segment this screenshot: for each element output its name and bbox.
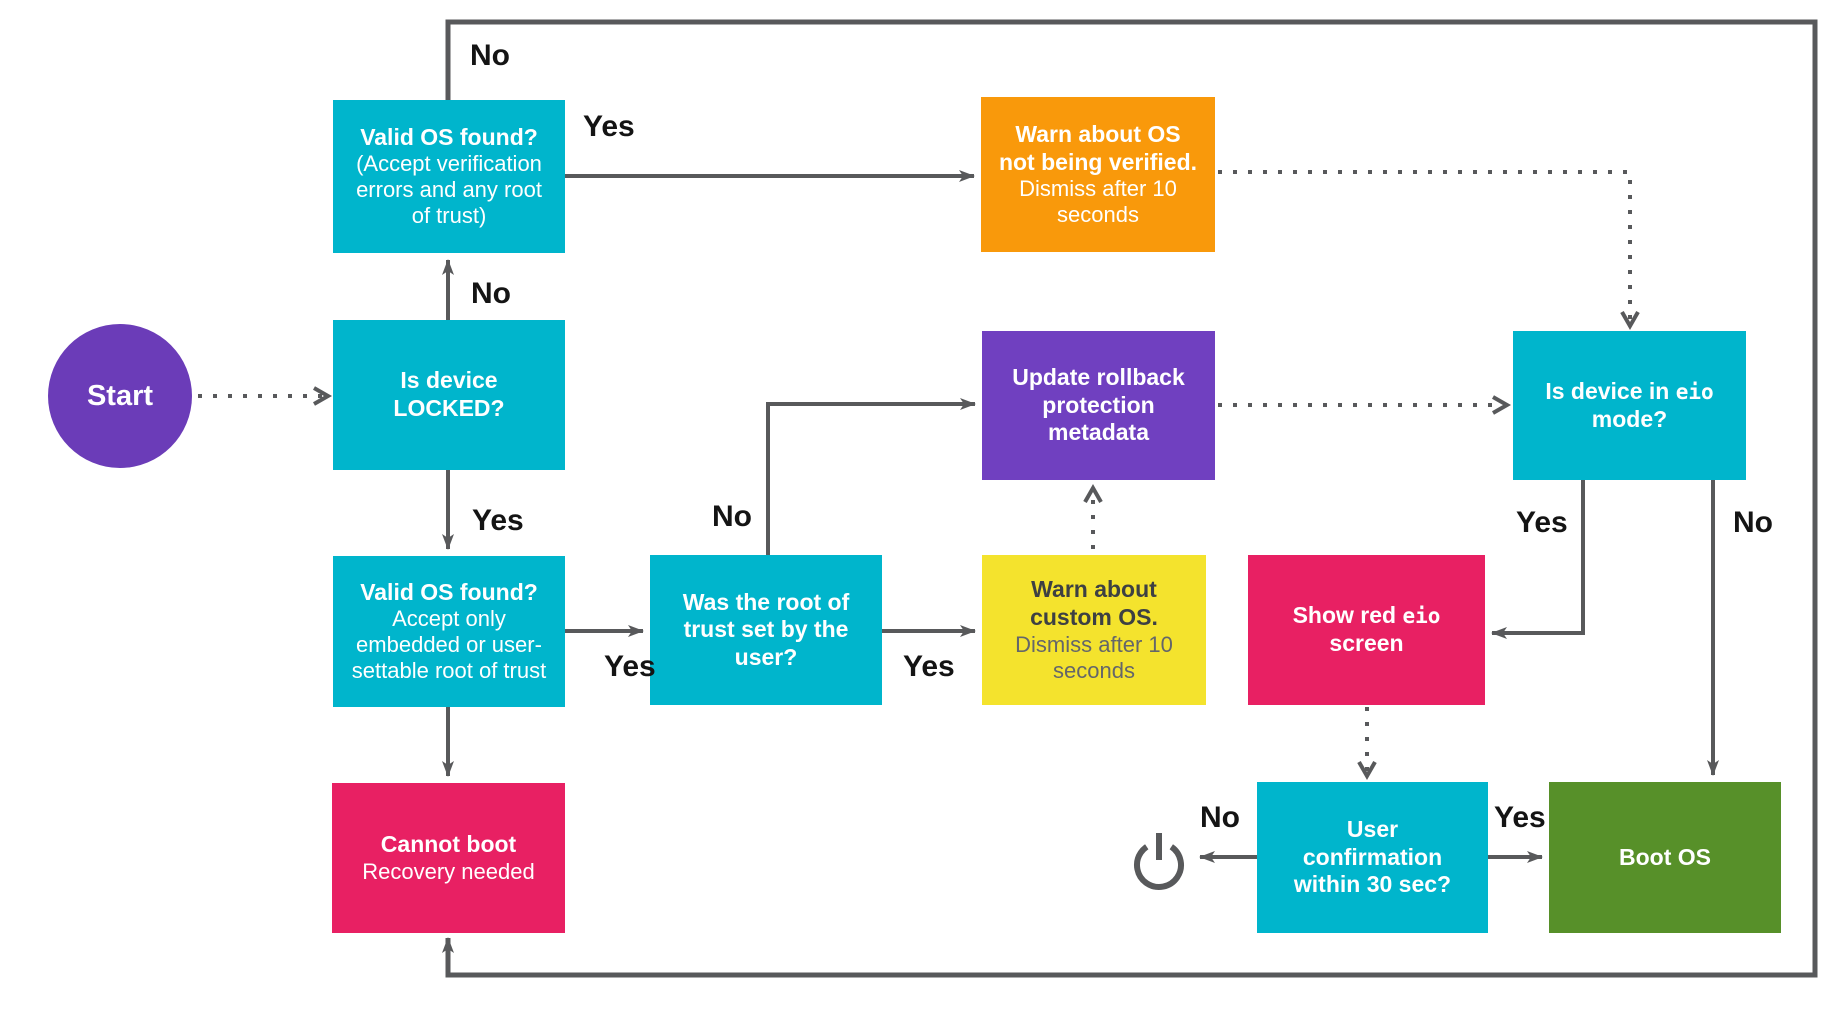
edge-label-no-locked: No bbox=[471, 277, 511, 310]
eio-code-text: eio bbox=[1402, 604, 1441, 629]
edge-label-yes-valid-mid: Yes bbox=[604, 650, 656, 683]
edge-label-no-valid-top: No bbox=[470, 39, 510, 72]
node-title: Valid OS found? bbox=[360, 123, 538, 150]
node-title: Cannot boot bbox=[380, 831, 517, 858]
edge-label-yes-confirm: Yes bbox=[1494, 801, 1546, 834]
node-title: User confirmation within 30 sec? bbox=[1293, 816, 1452, 898]
edge-no-loop-to-cannot-boot bbox=[442, 19, 1818, 978]
node-title: Warn about OS not being verified. bbox=[998, 120, 1198, 175]
node-is-device-in-eio-mode: Is device in eio mode? bbox=[1513, 331, 1746, 480]
node-is-device-locked: Is device LOCKED? bbox=[333, 320, 565, 470]
edge-label-no-eio: No bbox=[1733, 506, 1773, 539]
eio-code-text: eio bbox=[1675, 379, 1714, 404]
node-valid-os-any-root: Valid OS found? (Accept verification err… bbox=[333, 100, 565, 253]
node-title: Was the root of trust set by the user? bbox=[682, 588, 850, 670]
node-title: Valid OS found? bbox=[360, 578, 538, 605]
edge-eio-yes-to-redscreen bbox=[1491, 480, 1585, 639]
node-subtitle: Dismiss after 10 seconds bbox=[1019, 176, 1177, 228]
node-subtitle: Recovery needed bbox=[362, 858, 535, 884]
edge-label-yes-valid-top: Yes bbox=[583, 110, 635, 143]
node-user-confirmation: User confirmation within 30 sec? bbox=[1257, 782, 1488, 933]
node-show-red-eio-screen: Show red eio screen bbox=[1248, 555, 1485, 705]
edge-label-yes-eio: Yes bbox=[1516, 506, 1568, 539]
node-update-rollback-metadata: Update rollback protection metadata bbox=[982, 331, 1215, 480]
node-cannot-boot: Cannot boot Recovery needed bbox=[332, 783, 565, 933]
node-warn-os-not-verified: Warn about OS not being verified. Dismis… bbox=[981, 97, 1215, 252]
edge-label-yes-root: Yes bbox=[903, 650, 955, 683]
node-was-root-of-trust-user-set: Was the root of trust set by the user? bbox=[650, 555, 882, 705]
node-valid-os-restricted-root: Valid OS found? Accept only embedded or … bbox=[333, 556, 565, 707]
node-title: Is device LOCKED? bbox=[393, 367, 505, 421]
node-warn-custom-os: Warn about custom OS. Dismiss after 10 s… bbox=[982, 555, 1206, 705]
node-subtitle: Accept only embedded or user-settable ro… bbox=[351, 606, 547, 684]
node-title: Boot OS bbox=[1619, 843, 1711, 870]
edge-label-no-confirm: No bbox=[1200, 801, 1240, 834]
edge-label-no-root: No bbox=[712, 500, 752, 533]
power-icon bbox=[1134, 833, 1184, 890]
node-subtitle: (Accept verification errors and any root… bbox=[356, 151, 542, 229]
start-label: Start bbox=[86, 379, 154, 412]
node-title: Warn about custom OS. bbox=[1030, 576, 1158, 631]
node-subtitle: Dismiss after 10 seconds bbox=[1015, 631, 1173, 683]
node-boot-os: Boot OS bbox=[1549, 782, 1781, 933]
edge-label-yes-locked: Yes bbox=[472, 504, 524, 537]
node-title: Is device in eio mode? bbox=[1545, 377, 1714, 432]
edge-warn-dotted-to-eio bbox=[1218, 170, 1640, 331]
node-start: Start bbox=[48, 324, 192, 468]
node-title: Show red eio screen bbox=[1292, 602, 1441, 656]
node-title: Update rollback protection metadata bbox=[1012, 364, 1185, 446]
edge-root-no-to-rollback bbox=[766, 398, 976, 555]
